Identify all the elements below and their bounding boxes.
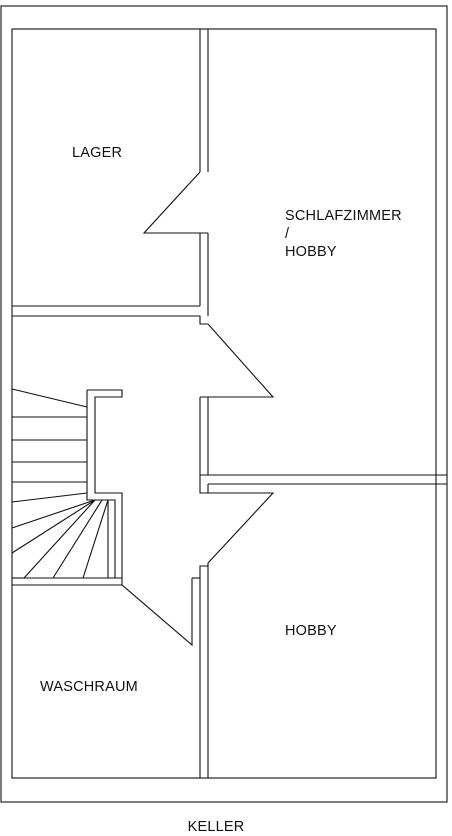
room-label-hobby-upper: HOBBY — [285, 244, 337, 260]
stair-treads — [11, 388, 109, 579]
room-label-waschraum: WASCHRAUM — [40, 679, 138, 695]
wall-waschraum-top — [12, 577, 123, 586]
door-swing-hobby — [207, 492, 275, 564]
floor-label: KELLER — [188, 819, 245, 835]
partition-upper-vertical — [199, 29, 209, 172]
partition-hall-mid — [199, 397, 209, 475]
room-label-lager: LAGER — [72, 145, 122, 161]
room-label-slash: / — [285, 226, 290, 242]
room-label-schlafzimmer: SCHLAFZIMMER — [285, 208, 402, 224]
stair-tread — [11, 499, 96, 529]
door-swing-schlafzimmer — [200, 323, 275, 398]
stair-tread — [11, 499, 96, 554]
wall-schlafzimmer-hobby — [199, 474, 447, 494]
stair-newel-wall — [86, 389, 123, 578]
door-swing-waschraum — [121, 578, 193, 647]
wall-lager-flur — [12, 305, 208, 325]
partition-lower-vertical — [199, 566, 209, 778]
stair-tread — [11, 388, 88, 408]
outer-wall-inner — [11, 28, 437, 779]
stair-tread — [11, 492, 88, 503]
room-label-hobby-lower: HOBBY — [285, 623, 337, 639]
stair-tread — [23, 499, 96, 579]
partition-hobby-stub — [199, 563, 209, 578]
door-swing-lager — [142, 171, 208, 234]
outer-wall-outer — [0, 5, 448, 803]
stair-tread — [82, 499, 109, 579]
stair-tread — [52, 499, 103, 579]
partition-lager-lower — [199, 233, 209, 316]
